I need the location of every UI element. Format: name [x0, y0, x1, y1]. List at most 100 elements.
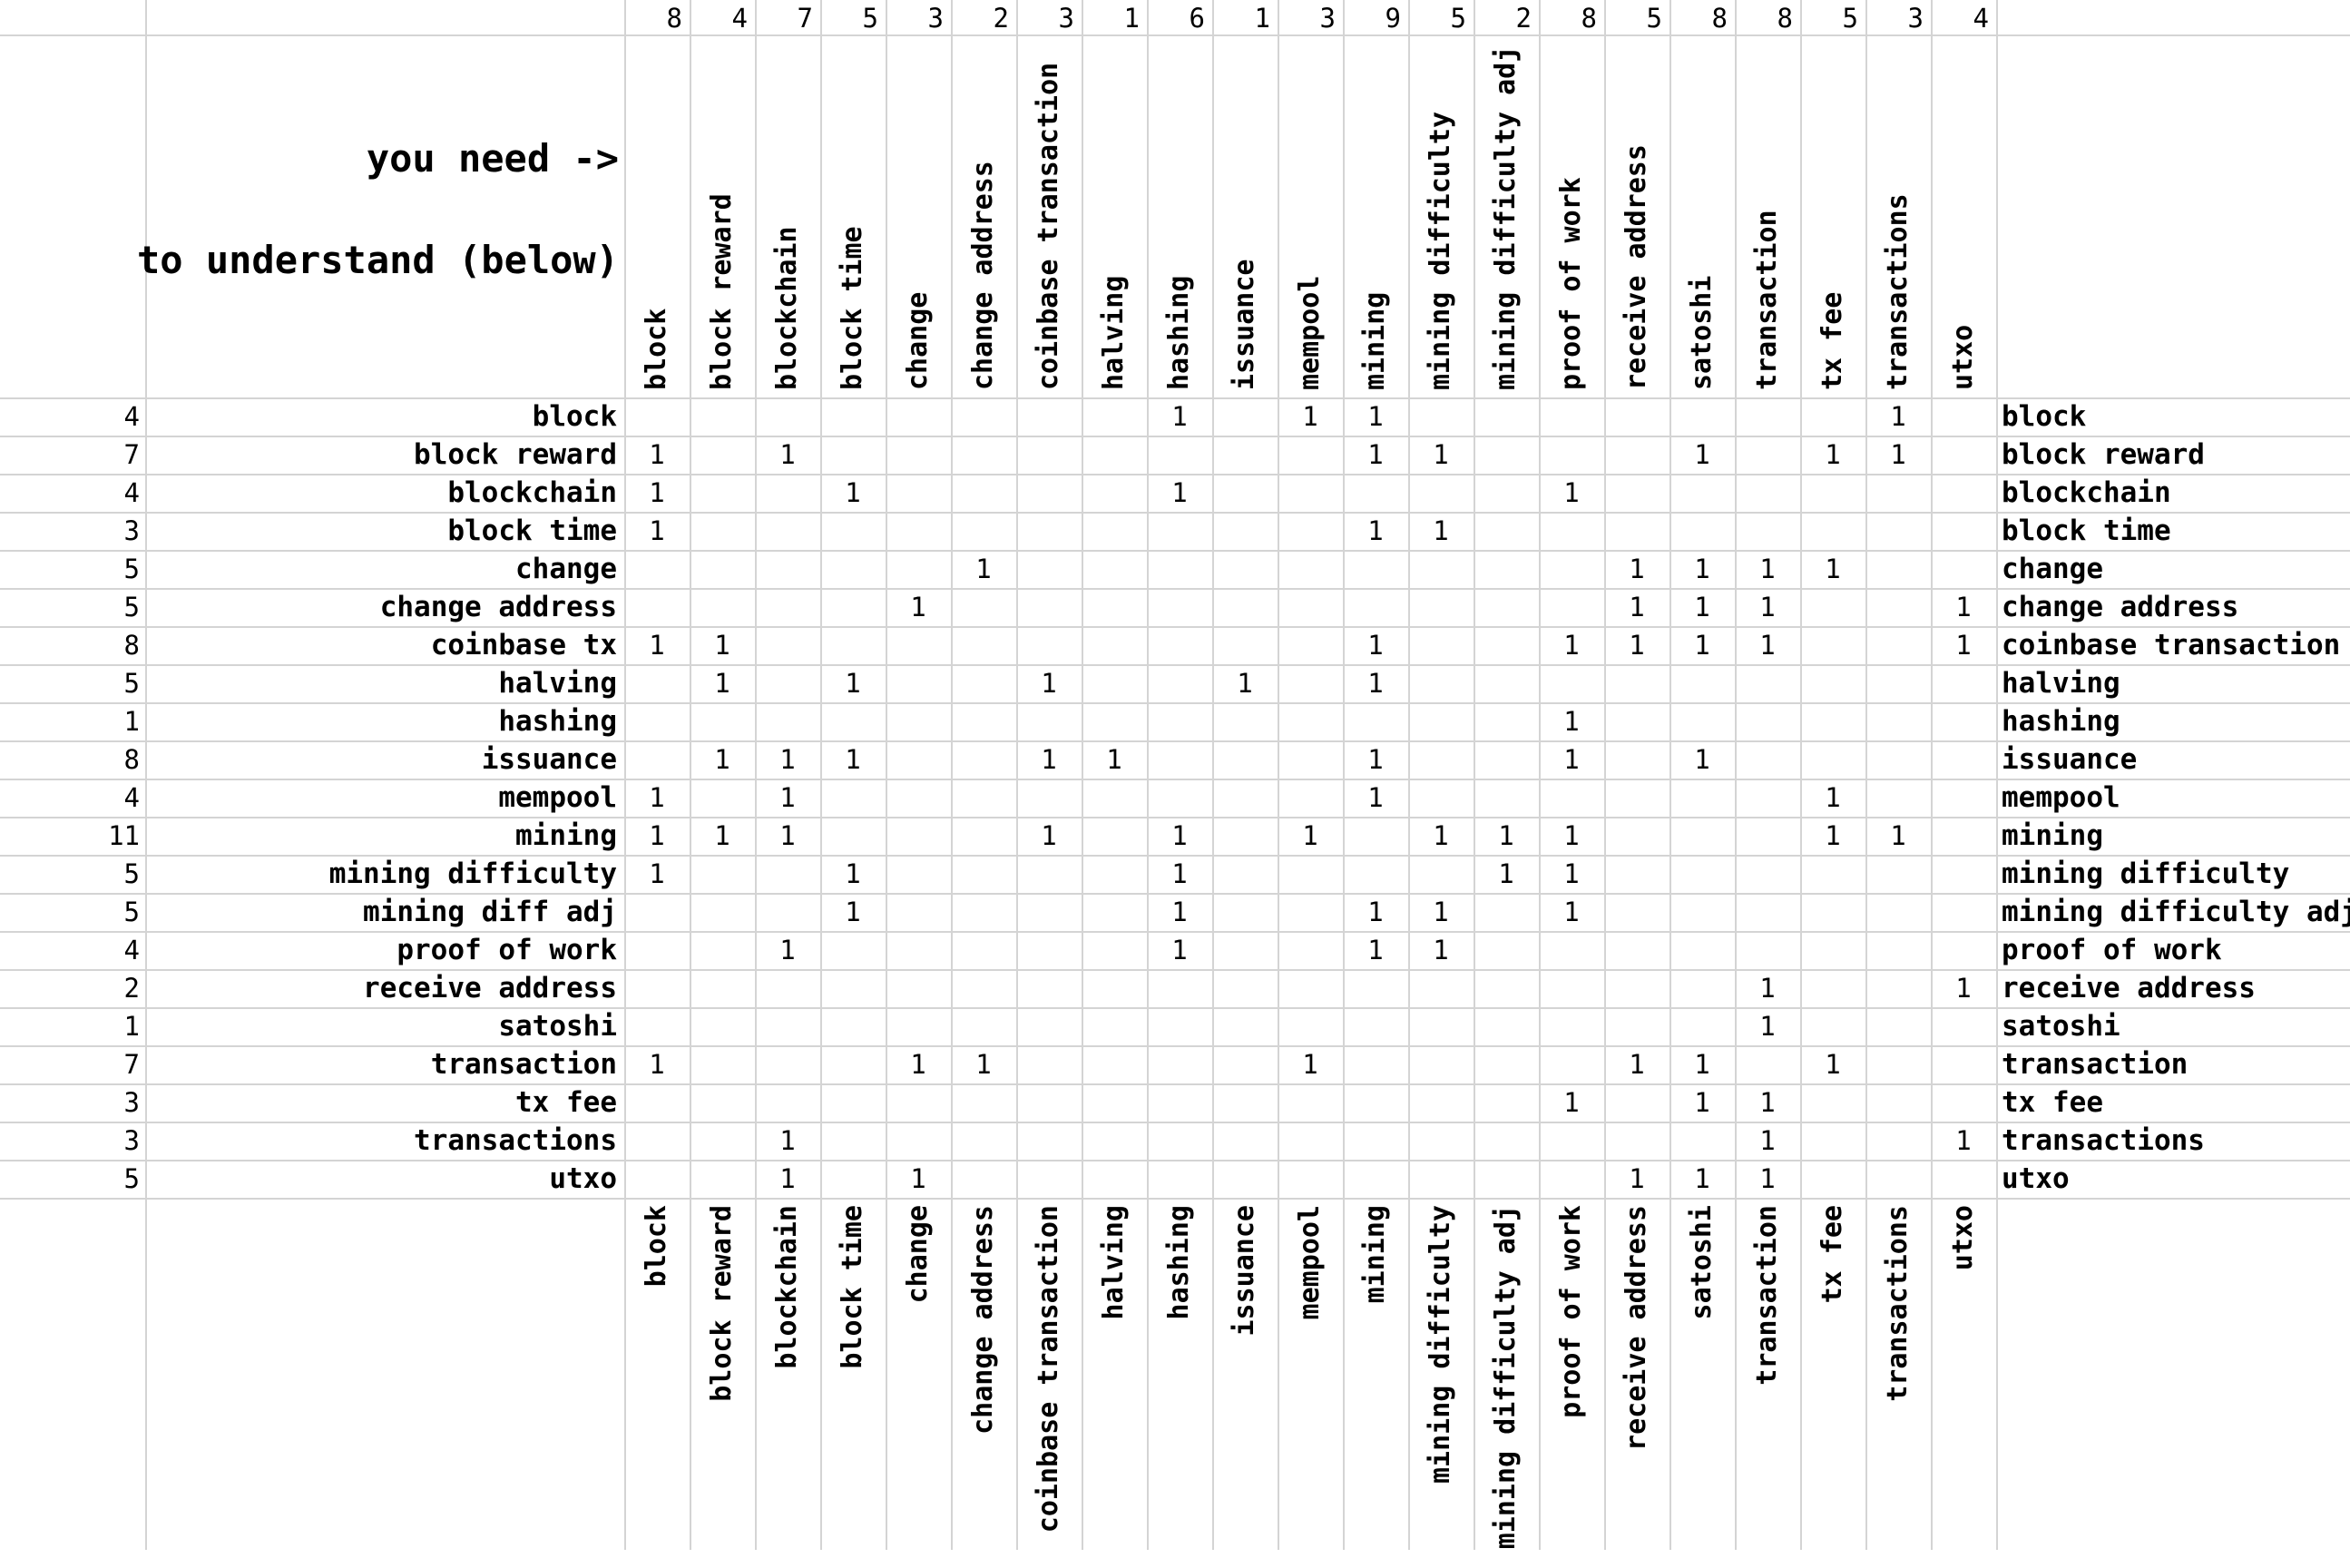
dependency-cell[interactable]: 1 — [1171, 897, 1188, 927]
dependency-cell[interactable]: 1 — [1759, 1125, 1776, 1156]
dependency-cell[interactable] — [951, 512, 1016, 550]
dependency-cell[interactable] — [1931, 740, 1996, 779]
dependency-cell[interactable] — [1669, 893, 1735, 931]
dependency-cell[interactable] — [755, 702, 820, 740]
dependency-cell[interactable] — [1800, 893, 1865, 931]
dependency-cell[interactable]: 1 — [1694, 439, 1710, 470]
dependency-cell[interactable] — [1016, 931, 1082, 969]
dependency-cell[interactable] — [886, 893, 951, 931]
dependency-cell[interactable] — [1931, 397, 1996, 436]
dependency-cell[interactable] — [624, 588, 690, 626]
dependency-cell[interactable] — [886, 626, 951, 664]
dependency-cell[interactable]: 1 — [845, 477, 861, 508]
dependency-cell[interactable]: 1 — [779, 820, 796, 851]
dependency-cell[interactable]: 1 — [779, 935, 796, 965]
dependency-cell[interactable]: 1 — [1890, 820, 1906, 851]
dependency-cell[interactable] — [1212, 1160, 1278, 1198]
dependency-cell[interactable]: 1 — [1106, 744, 1122, 775]
dependency-cell[interactable] — [1604, 779, 1669, 817]
dependency-cell[interactable] — [951, 588, 1016, 626]
dependency-cell[interactable] — [755, 550, 820, 588]
dependency-cell[interactable] — [1474, 397, 1539, 436]
dependency-cell[interactable] — [820, 1122, 886, 1160]
dependency-cell[interactable] — [690, 1007, 755, 1045]
dependency-cell[interactable] — [1931, 1007, 1996, 1045]
dependency-cell[interactable] — [820, 550, 886, 588]
dependency-cell[interactable] — [1343, 1122, 1408, 1160]
dependency-cell[interactable] — [1343, 550, 1408, 588]
dependency-cell[interactable] — [951, 969, 1016, 1007]
dependency-cell[interactable] — [1800, 1007, 1865, 1045]
dependency-cell[interactable] — [1669, 817, 1735, 855]
dependency-cell[interactable] — [1212, 1007, 1278, 1045]
dependency-cell[interactable] — [1212, 474, 1278, 512]
dependency-cell[interactable] — [624, 397, 690, 436]
dependency-cell[interactable]: 1 — [649, 630, 665, 661]
dependency-cell[interactable]: 1 — [1367, 897, 1384, 927]
dependency-cell[interactable] — [1865, 1122, 1931, 1160]
dependency-cell[interactable] — [1408, 1083, 1474, 1122]
dependency-cell[interactable] — [1669, 1007, 1735, 1045]
dependency-cell[interactable]: 1 — [1629, 1163, 1645, 1194]
dependency-cell[interactable] — [1604, 969, 1669, 1007]
dependency-cell[interactable] — [1212, 550, 1278, 588]
dependency-cell[interactable]: 1 — [1694, 630, 1710, 661]
dependency-cell[interactable]: 1 — [1171, 858, 1188, 889]
dependency-cell[interactable]: 1 — [1563, 897, 1580, 927]
dependency-cell[interactable] — [1931, 931, 1996, 969]
dependency-cell[interactable]: 1 — [1759, 1011, 1776, 1042]
dependency-cell[interactable] — [1212, 702, 1278, 740]
dependency-cell[interactable] — [820, 588, 886, 626]
dependency-cell[interactable] — [1931, 817, 1996, 855]
dependency-cell[interactable] — [886, 664, 951, 702]
dependency-cell[interactable] — [690, 1160, 755, 1198]
dependency-cell[interactable] — [1278, 436, 1343, 474]
dependency-cell[interactable]: 1 — [1041, 820, 1057, 851]
dependency-cell[interactable] — [1212, 817, 1278, 855]
dependency-cell[interactable] — [1669, 397, 1735, 436]
dependency-cell[interactable] — [951, 1007, 1016, 1045]
dependency-cell[interactable] — [1474, 779, 1539, 817]
dependency-cell[interactable] — [886, 779, 951, 817]
dependency-cell[interactable] — [1147, 436, 1212, 474]
dependency-cell[interactable] — [1016, 1045, 1082, 1083]
dependency-cell[interactable] — [1147, 1007, 1212, 1045]
dependency-cell[interactable] — [1474, 1122, 1539, 1160]
dependency-cell[interactable] — [1408, 1007, 1474, 1045]
dependency-cell[interactable] — [1800, 1160, 1865, 1198]
dependency-cell[interactable] — [1016, 512, 1082, 550]
dependency-cell[interactable] — [690, 702, 755, 740]
dependency-cell[interactable] — [1604, 893, 1669, 931]
dependency-cell[interactable] — [1082, 893, 1147, 931]
dependency-cell[interactable]: 1 — [1629, 1049, 1645, 1080]
dependency-cell[interactable] — [1147, 512, 1212, 550]
dependency-cell[interactable] — [690, 512, 755, 550]
dependency-cell[interactable] — [820, 1160, 886, 1198]
dependency-cell[interactable]: 1 — [1825, 782, 1841, 813]
dependency-cell[interactable] — [1604, 740, 1669, 779]
dependency-cell[interactable] — [1343, 1083, 1408, 1122]
dependency-cell[interactable] — [1278, 855, 1343, 893]
dependency-cell[interactable] — [886, 702, 951, 740]
dependency-cell[interactable] — [624, 1122, 690, 1160]
dependency-cell[interactable]: 1 — [1629, 630, 1645, 661]
dependency-cell[interactable] — [1539, 512, 1604, 550]
dependency-cell[interactable] — [1474, 626, 1539, 664]
dependency-cell[interactable] — [1669, 969, 1735, 1007]
dependency-cell[interactable]: 1 — [649, 782, 665, 813]
dependency-cell[interactable]: 1 — [1433, 515, 1449, 546]
dependency-cell[interactable] — [886, 855, 951, 893]
dependency-cell[interactable] — [1800, 1122, 1865, 1160]
dependency-cell[interactable] — [1865, 474, 1931, 512]
dependency-cell[interactable] — [1408, 740, 1474, 779]
dependency-cell[interactable] — [1800, 626, 1865, 664]
dependency-cell[interactable] — [1016, 1122, 1082, 1160]
dependency-cell[interactable]: 1 — [1759, 630, 1776, 661]
dependency-cell[interactable] — [1212, 397, 1278, 436]
dependency-cell[interactable] — [1474, 969, 1539, 1007]
dependency-cell[interactable] — [690, 1083, 755, 1122]
dependency-cell[interactable] — [1016, 550, 1082, 588]
dependency-cell[interactable]: 1 — [714, 630, 730, 661]
dependency-cell[interactable] — [755, 1083, 820, 1122]
dependency-cell[interactable] — [1278, 969, 1343, 1007]
